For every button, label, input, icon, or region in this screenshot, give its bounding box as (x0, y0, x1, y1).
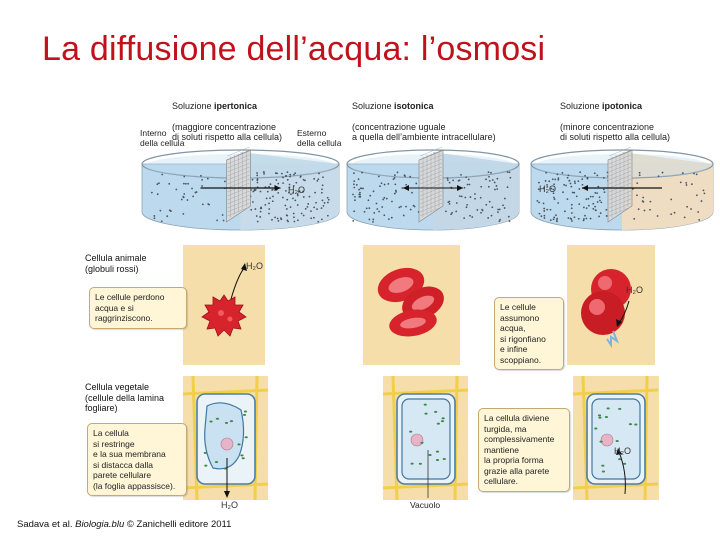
note-plant-hypertonic: La cellula si restringe e la sua membran… (87, 423, 187, 496)
crenated-red-blood-cell (201, 263, 247, 337)
header-isotonic: Soluzione isotonica (concentrazione ugua… (352, 90, 496, 143)
vacuole-pointer (427, 450, 429, 498)
h2o-label-plant-hypo: H₂O (614, 446, 631, 456)
header-hypotonic-rest: (minore concentrazione di soluti rispett… (560, 121, 671, 143)
header-isotonic-bold: isotonica (394, 100, 434, 111)
page-title: La diffusione dell’acqua: l’osmosi (42, 30, 546, 68)
credit-authors: Sadava et al. (17, 519, 76, 530)
h2o-label-animal-hypo: H₂O (626, 285, 643, 295)
turgid-plant-cell (572, 375, 659, 501)
credit-book-title: Biologia.blu (75, 519, 125, 530)
row-title-plant: Cellula vegetale (cellule della lamina f… (85, 382, 165, 413)
header-hypertonic-rest: (maggiore concentrazione di soluti rispe… (172, 121, 283, 143)
label-vacuole: Vacuolo (410, 500, 441, 510)
header-hypotonic-bold: ipotonica (602, 100, 643, 111)
h2o-label-dish1: H₂O (288, 185, 305, 195)
header-isotonic-pre: Soluzione (352, 100, 395, 111)
label-cell-interior: Interno della cellula (140, 128, 185, 148)
note-plant-hypotonic: La cellula diviene turgida, ma complessi… (478, 408, 570, 492)
swollen-red-blood-cells (581, 269, 631, 349)
dish-hypertonic (141, 146, 340, 231)
plasmolyzed-plant-cell (182, 375, 269, 501)
dish-hypotonic (530, 146, 714, 231)
h2o-label-plant-hyper: H₂O (221, 500, 238, 510)
h2o-label-animal-hyper: H₂O (246, 261, 263, 271)
credit-publisher: © Zanichelli editore 2011 (124, 519, 232, 530)
header-hypertonic-pre: Soluzione (172, 100, 215, 111)
h2o-label-dish3: H₂O (539, 184, 556, 194)
normal-plant-cell (382, 375, 469, 501)
header-hypertonic-bold: ipertonica (214, 100, 258, 111)
header-hypotonic-pre: Soluzione (560, 100, 603, 111)
header-hypertonic: Soluzione ipertonica (maggiore concentra… (172, 90, 282, 143)
source-credit: Sadava et al. Biologia.blu © Zanichelli … (17, 519, 231, 530)
header-isotonic-rest: (concentrazione uguale a quella dell’amb… (352, 121, 496, 143)
normal-red-blood-cells (377, 267, 444, 337)
note-animal-hypotonic: Le cellule assumono acqua, si rigonfiano… (494, 297, 564, 370)
label-cell-exterior: Esterno della cellula (297, 128, 342, 148)
note-animal-hypertonic: Le cellule perdono acqua e si raggrinzis… (89, 287, 187, 329)
dish-isotonic (346, 146, 520, 231)
header-hypotonic: Soluzione ipotonica (minore concentrazio… (560, 90, 670, 143)
row-title-animal: Cellula animale (globuli rossi) (85, 253, 147, 274)
